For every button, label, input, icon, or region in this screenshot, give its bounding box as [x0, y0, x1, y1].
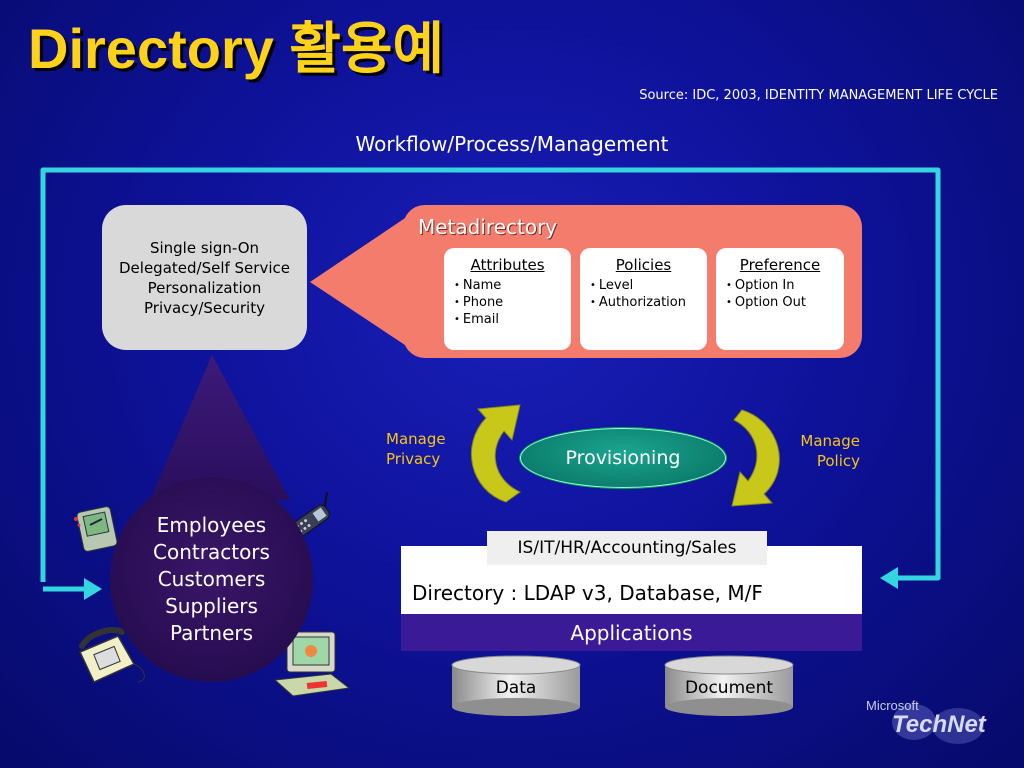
applications-bar: Applications: [401, 614, 862, 651]
card-item: Phone: [454, 294, 571, 311]
card-item: Option Out: [726, 294, 844, 311]
metadirectory-title: Metadirectory: [418, 215, 558, 239]
card-item: Option In: [726, 277, 844, 294]
attributes-card: Attributes Name Phone Email: [444, 248, 571, 350]
card-heading: Policies: [615, 256, 672, 274]
people-item: Suppliers: [165, 594, 258, 618]
workflow-loop-arrow: [40, 167, 941, 582]
people-item: Employees: [156, 513, 267, 537]
metadirectory-pointer: [310, 208, 420, 355]
technet-logo: Microsoft TechNet: [862, 692, 1002, 748]
workflow-label: Workflow/Process/Management: [355, 132, 669, 156]
manage-privacy-label: Manage Privacy: [386, 429, 446, 469]
cycle-arrow-right: [731, 409, 780, 507]
pda-icon: [74, 506, 118, 552]
loop-arrowhead-right: [880, 567, 898, 589]
cycle-arrow-left: [471, 404, 521, 503]
svg-text:TechNet: TechNet: [892, 711, 987, 738]
sso-services-box: Single sign-On Delegated/Self Service Pe…: [102, 205, 307, 350]
svg-text:Microsoft: Microsoft: [866, 698, 919, 713]
manage-policy-label: Manage Policy: [800, 431, 860, 471]
document-cylinder: [664, 655, 794, 716]
people-item: Customers: [157, 567, 266, 591]
manage-privacy-line: Manage: [386, 430, 446, 448]
sso-line: Single sign-On: [149, 238, 260, 257]
directory-label: Directory : LDAP v3, Database, M/F: [412, 581, 763, 605]
people-circle: Employees Contractors Customers Supplier…: [110, 477, 313, 682]
departments-tag: IS/IT/HR/Accounting/Sales: [487, 531, 767, 565]
computer-icon: [273, 631, 351, 697]
people-cone: [150, 355, 290, 500]
card-heading: Preference: [739, 256, 821, 274]
loop-arrowhead-left: [43, 578, 102, 600]
telephone-icon: [78, 626, 145, 683]
card-item: Level: [590, 277, 707, 294]
data-cylinder: [451, 655, 581, 716]
provisioning-ellipse: Provisioning: [520, 428, 726, 488]
technet-logo-mark: Microsoft TechNet: [866, 698, 987, 744]
page-title: Directory 활용예: [28, 17, 444, 80]
card-item: Authorization: [590, 294, 707, 311]
people-item: Contractors: [153, 540, 270, 564]
sso-line: Privacy/Security: [144, 298, 265, 317]
source-citation: Source: IDC, 2003, IDENTITY MANAGEMENT L…: [639, 88, 998, 103]
manage-policy-line: Manage: [800, 432, 860, 450]
manage-policy-line: Policy: [816, 452, 860, 470]
mobile-phone-icon: [291, 491, 330, 537]
document-label: Document: [684, 678, 774, 698]
manage-privacy-line: Privacy: [386, 450, 441, 468]
card-heading: Attributes: [470, 256, 545, 274]
people-item: Partners: [169, 621, 254, 645]
data-label: Data: [495, 678, 537, 698]
sso-line: Delegated/Self Service: [119, 258, 290, 277]
sso-line: Personalization: [147, 278, 262, 297]
card-item: Email: [454, 311, 571, 328]
policies-card: Policies Level Authorization: [580, 248, 707, 350]
card-item: Name: [454, 277, 571, 294]
preference-card: Preference Option In Option Out: [716, 248, 844, 350]
